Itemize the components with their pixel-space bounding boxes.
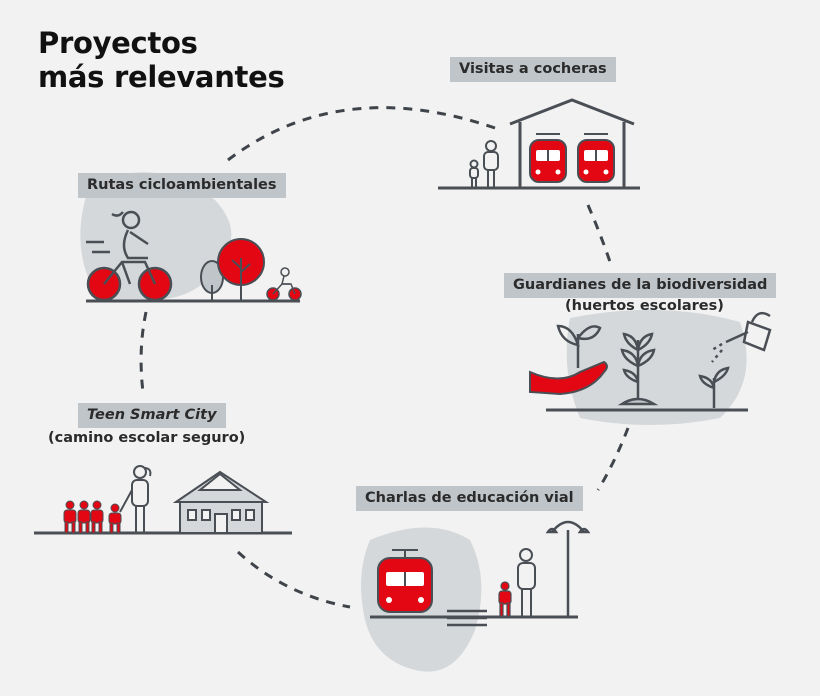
school-building-icon: [172, 470, 270, 534]
watering-can-icon: [711, 311, 772, 363]
cyclist-person-icon: [111, 210, 149, 260]
person-icon: [517, 548, 536, 616]
crosswalk-icon: [447, 609, 487, 627]
child-icon: [498, 581, 512, 617]
person-icon: [483, 140, 499, 187]
school-route-illustration: [34, 465, 292, 535]
label-guardianes-biodiversidad: Guardianes de la biodiversidad: [504, 273, 777, 298]
child-icon: [469, 159, 479, 187]
sublabel-huertos-escolares: (huertos escolares): [565, 298, 724, 314]
label-visitas-a-cocheras: Visitas a cocheras: [450, 57, 616, 82]
dashed-connector: [139, 106, 630, 609]
train-icon: [377, 549, 433, 613]
cycling-illustration: [86, 210, 302, 303]
hand-plant-icon: [529, 324, 608, 396]
page-title-line-1: Proyectos: [38, 26, 198, 60]
children-group-icon: [63, 500, 122, 534]
train-icon: [529, 133, 567, 183]
sublabel-camino-escolar-seguro: (camino escolar seguro): [48, 430, 246, 446]
speed-lines: [86, 240, 110, 254]
garden-illustration: [529, 311, 772, 412]
depot-illustration: [438, 98, 640, 190]
teacher-person-icon: [119, 465, 152, 532]
plant-icon: [617, 332, 659, 406]
train-icon: [577, 133, 615, 183]
page-title: Proyectos más relevantes: [38, 26, 285, 94]
sprout-icon: [698, 366, 730, 408]
depot-icon: [509, 98, 635, 188]
streetlamp-icon: [545, 520, 591, 617]
page-title-line-2: más relevantes: [38, 60, 285, 94]
child-cyclist-icon: [266, 267, 302, 301]
label-rutas-cicloambientales: Rutas cicloambientales: [78, 173, 286, 198]
label-charlas-educacion-vial: Charlas de educación vial: [356, 486, 583, 511]
blob-guardianes: [566, 309, 747, 425]
road-safety-illustration: [370, 520, 591, 627]
label-teen-smart-city: Teen Smart City: [78, 403, 226, 428]
bicycle-icon: [86, 260, 173, 302]
tree-icon: [217, 238, 265, 301]
